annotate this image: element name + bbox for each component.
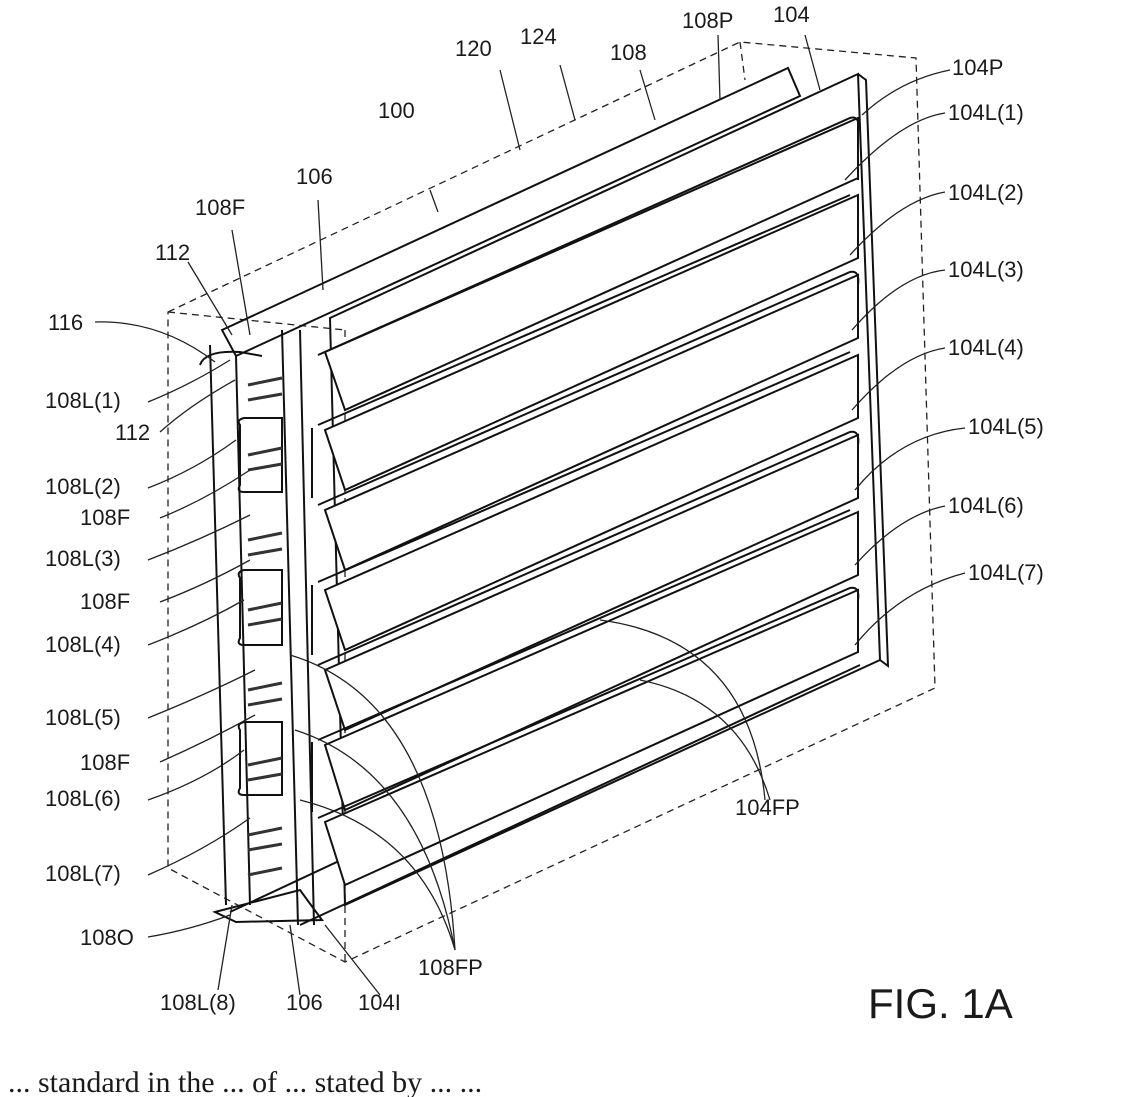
label-104L6: 104L(6) xyxy=(948,493,1024,518)
label-106-top: 106 xyxy=(296,164,333,189)
label-104P: 104P xyxy=(952,55,1003,80)
label-104L3: 104L(3) xyxy=(948,257,1024,282)
label-108L6: 108L(6) xyxy=(45,786,121,811)
label-108L3: 108L(3) xyxy=(45,546,121,571)
label-104L5: 104L(5) xyxy=(968,414,1044,439)
label-112-bottom: 112 xyxy=(115,420,150,445)
label-104: 104 xyxy=(773,2,810,27)
label-104FP: 104FP xyxy=(735,795,800,820)
label-108O: 108O xyxy=(80,925,134,950)
label-104L4: 104L(4) xyxy=(948,335,1024,360)
fins xyxy=(248,378,282,875)
label-108F-top: 108F xyxy=(195,195,245,220)
label-108L1: 108L(1) xyxy=(45,388,121,413)
label-108P: 108P xyxy=(682,8,733,33)
label-108L7: 108L(7) xyxy=(45,861,121,886)
label-108FP: 108FP xyxy=(418,955,483,980)
label-108F-3: 108F xyxy=(80,589,130,614)
label-100: 100 xyxy=(378,98,415,123)
label-104L2: 104L(2) xyxy=(948,180,1024,205)
label-116: 116 xyxy=(48,310,83,335)
label-108F-4: 108F xyxy=(80,750,130,775)
label-108L5: 108L(5) xyxy=(45,705,121,730)
label-104I: 104I xyxy=(358,990,401,1015)
label-108L8: 108L(8) xyxy=(160,990,236,1015)
label-104L1: 104L(1) xyxy=(948,100,1024,125)
label-124: 124 xyxy=(520,24,557,49)
label-108L4: 108L(4) xyxy=(45,632,121,657)
label-112-top: 112 xyxy=(155,240,190,265)
label-104L7: 104L(7) xyxy=(968,560,1044,585)
label-108L2: 108L(2) xyxy=(45,474,121,499)
label-108: 108 xyxy=(610,40,647,65)
caption-fragment: ... standard in the ... of ... stated by… xyxy=(8,1066,482,1097)
label-120: 120 xyxy=(455,36,492,61)
figure-title: FIG. 1A xyxy=(868,980,1013,1027)
label-106-bottom: 106 xyxy=(286,990,323,1015)
label-108F-2: 108F xyxy=(80,505,130,530)
front-louvers xyxy=(312,118,858,886)
